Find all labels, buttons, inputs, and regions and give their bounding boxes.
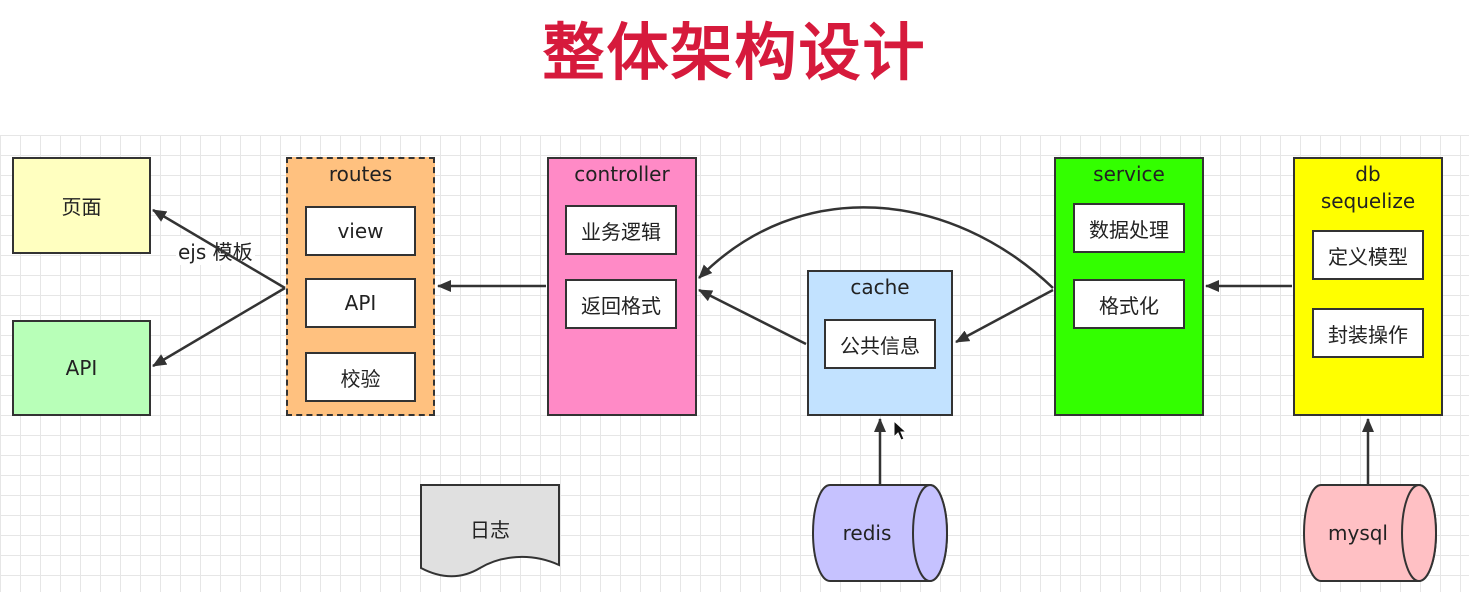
db-title-line2: sequelize <box>1320 189 1416 213</box>
arrow-service-to-cache <box>955 288 1054 344</box>
arrow-service-to-controller-curve <box>698 206 1054 289</box>
arrow-routes-to-api <box>152 286 286 368</box>
controller-title: controller <box>574 162 670 186</box>
mysql-cylinder <box>1303 484 1437 582</box>
db-title-line1: db <box>1355 162 1381 186</box>
service-group: service 数据处理 格式化 <box>1054 157 1204 416</box>
log-label: 日志 <box>470 517 510 542</box>
cache-item-public-info: 公共信息 <box>824 319 936 369</box>
ejs-template-label: ejs 模板 <box>176 236 255 265</box>
arrow-routes-to-page <box>152 208 286 290</box>
cache-group: cache 公共信息 <box>807 270 953 416</box>
log-document-shape <box>420 484 560 578</box>
routes-item-api: API <box>305 278 416 328</box>
redis-cylinder <box>812 484 948 582</box>
cache-title: cache <box>850 275 910 299</box>
api-node: API <box>12 320 151 416</box>
routes-item-view: view <box>305 206 416 256</box>
controller-group: controller 业务逻辑 返回格式 <box>547 157 697 416</box>
redis-label: redis <box>842 521 892 545</box>
routes-item-validate: 校验 <box>305 352 416 402</box>
page-title: 整体架构设计 <box>542 16 927 89</box>
service-title: service <box>1093 162 1165 186</box>
service-item-formatting: 格式化 <box>1073 279 1185 329</box>
page-node: 页面 <box>12 157 151 254</box>
db-item-wrap-operations: 封装操作 <box>1312 308 1424 358</box>
mysql-label: mysql <box>1328 521 1388 545</box>
controller-item-business-logic: 业务逻辑 <box>565 205 677 255</box>
arrow-cache-to-controller <box>698 288 807 346</box>
mouse-cursor-icon <box>893 420 907 441</box>
diagram-canvas <box>0 135 1469 592</box>
api-node-label: API <box>65 356 98 380</box>
controller-item-return-format: 返回格式 <box>565 279 677 329</box>
service-item-data-processing: 数据处理 <box>1073 203 1185 253</box>
routes-group: routes view API 校验 <box>286 157 435 416</box>
page-node-label: 页面 <box>61 195 102 219</box>
routes-title: routes <box>328 162 393 186</box>
db-item-define-model: 定义模型 <box>1312 230 1424 280</box>
db-group: db sequelize 定义模型 封装操作 <box>1293 157 1443 416</box>
